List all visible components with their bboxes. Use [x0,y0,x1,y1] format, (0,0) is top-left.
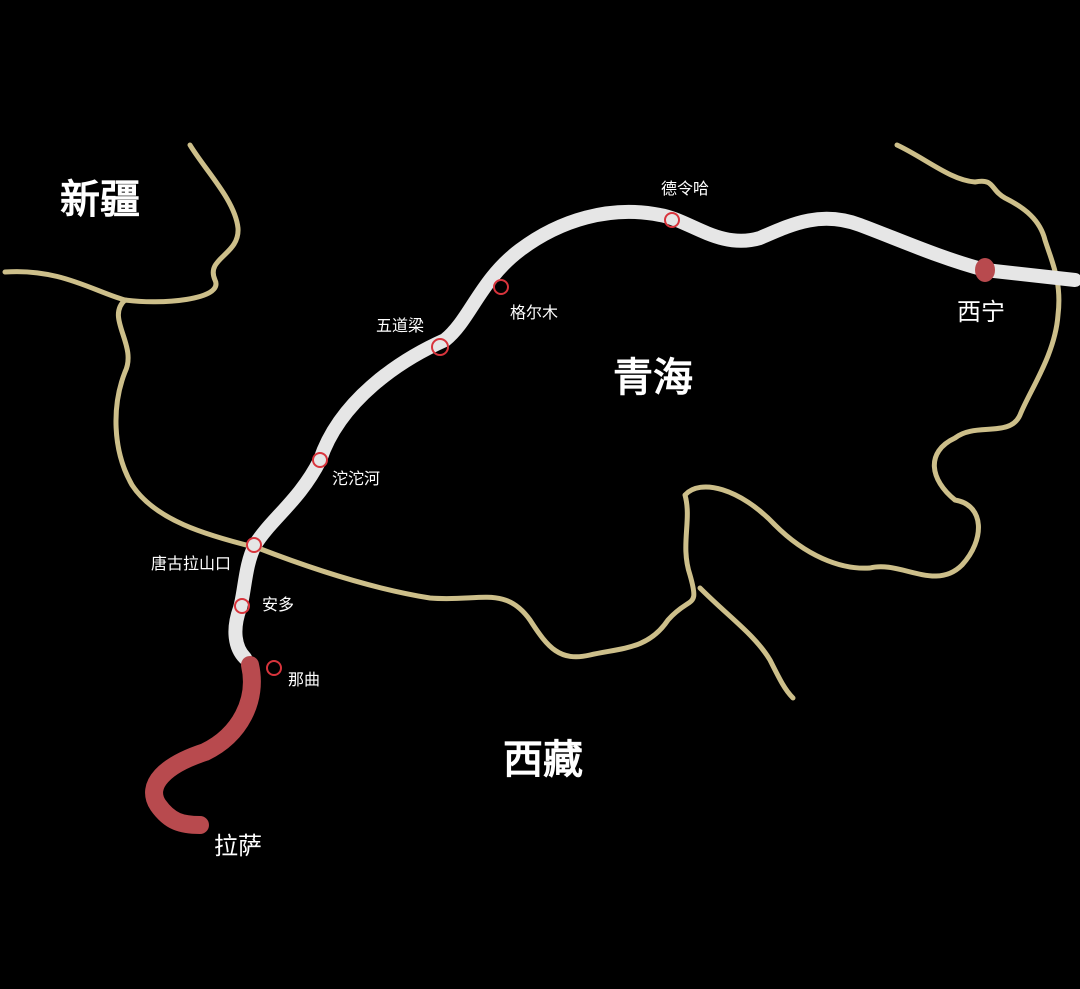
region-label-xinjiang: 新疆 [60,177,140,223]
wudaoliang-marker [431,338,449,356]
station-label-delingha: 德令哈 [661,179,710,198]
city-label-xining: 西宁 [957,298,1005,326]
amdo-marker [234,598,250,614]
qinghai-xizang-border [255,142,1062,660]
station-label-wudaoliang: 五道梁 [376,316,425,335]
province-borders [2,142,1062,701]
station-label-tuotuohe: 沱沱河 [332,469,381,488]
xinjiang-xizang-border [113,297,261,551]
station-label-golmud: 格尔木 [510,303,559,322]
station-label-amdo: 安多 [262,595,295,614]
tanggula-marker [246,537,262,553]
city-label-lhasa: 拉萨 [214,832,262,860]
golmud-marker [493,279,509,295]
station-label-tanggula: 唐古拉山口 [151,554,232,573]
station-markers [234,212,680,676]
region-label-qinghai: 青海 [613,355,693,401]
station-label-nagqu: 那曲 [288,670,321,689]
tuotuohe-marker [312,452,328,468]
qinghai-xizang-southern-border [697,585,796,701]
nagqu-marker [266,660,282,676]
region-label-xizang: 西藏 [503,737,583,783]
qinghai-tibet-railway-line [228,204,1080,665]
xining-terminal-marker [975,258,995,282]
delingha-marker [664,212,680,228]
xinjiang-qinghai-border [2,142,241,305]
nagqu-lhasa-section [145,656,261,834]
